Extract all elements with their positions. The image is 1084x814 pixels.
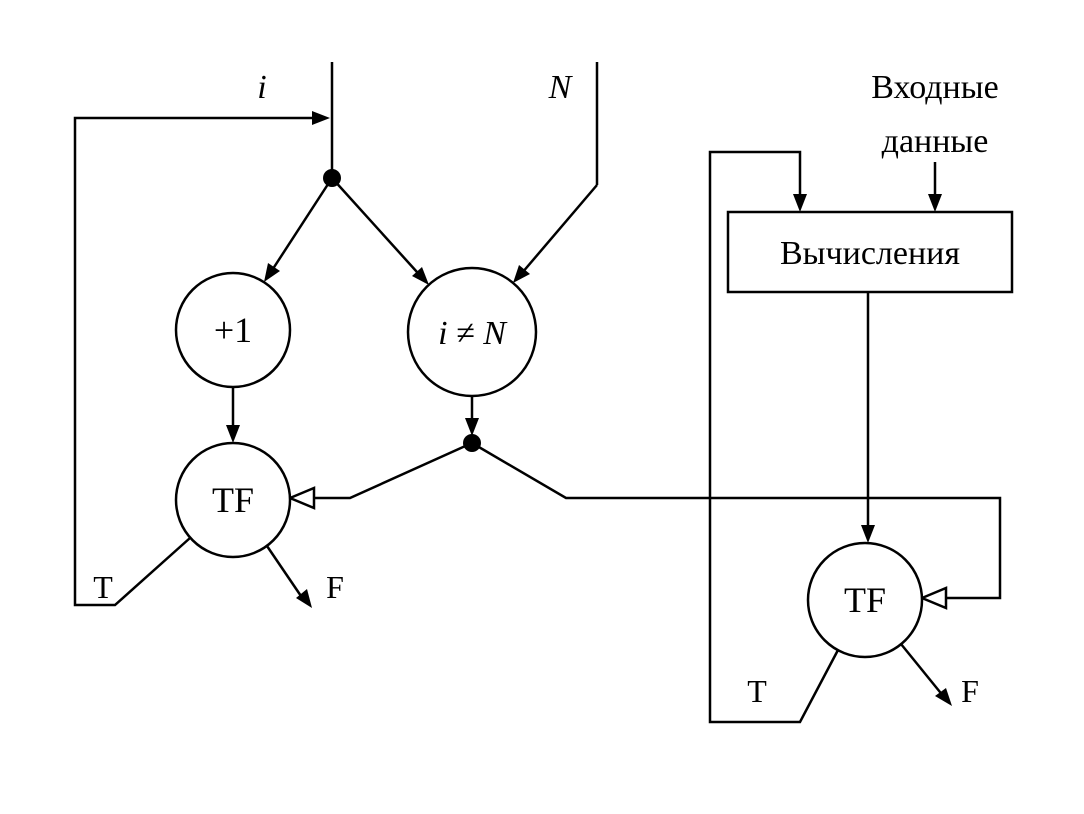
control-wire-left-gate bbox=[314, 441, 473, 500]
label-true-left: T bbox=[93, 569, 113, 605]
gate-left-node bbox=[174, 441, 292, 559]
loop-return-arrowhead bbox=[312, 111, 330, 125]
input-data-label-line1: Входные bbox=[871, 69, 998, 106]
computation-box-label: Вычисления bbox=[780, 235, 960, 272]
condition-node-label: i ≠ N bbox=[438, 315, 508, 352]
n-input-line-diagonal bbox=[515, 184, 598, 281]
wire-gate-right-false bbox=[900, 643, 945, 698]
wire-gate-left-false bbox=[265, 545, 305, 600]
wire-dot-to-increment bbox=[265, 177, 334, 279]
arrowhead-gate-right-false bbox=[935, 688, 952, 706]
arrowhead-into-condition-right bbox=[513, 265, 530, 283]
arrowhead-into-increment bbox=[264, 263, 280, 282]
gate-right-label: TF bbox=[844, 580, 886, 620]
increment-node-label: +1 bbox=[214, 310, 252, 350]
control-wire-right-gate bbox=[471, 441, 1002, 600]
label-true-right: T bbox=[747, 673, 767, 709]
arrowhead-into-gate-left bbox=[226, 425, 240, 443]
input-data-label-line2: данные bbox=[882, 123, 989, 160]
label-limit-var: N bbox=[548, 69, 574, 106]
label-false-right: F bbox=[961, 673, 979, 709]
hollow-arrowhead-right-gate bbox=[918, 586, 948, 610]
arrowhead-into-condition-left bbox=[412, 267, 429, 285]
arrowhead-into-junction bbox=[465, 418, 479, 436]
computation-box bbox=[726, 210, 1014, 294]
loop-return-line-right bbox=[708, 150, 840, 724]
label-index-var: i bbox=[257, 69, 266, 106]
label-false-left: F bbox=[326, 569, 344, 605]
gate-right-node bbox=[806, 541, 924, 659]
hollow-arrowhead-left-gate bbox=[286, 486, 316, 510]
arrowhead-into-gate-right bbox=[861, 525, 875, 543]
arrowhead-input-into-box bbox=[928, 194, 942, 212]
wire-dot-to-condition bbox=[331, 177, 427, 283]
arrowhead-loop-into-box bbox=[793, 194, 807, 212]
gate-left-label: TF bbox=[212, 480, 254, 520]
loop-return-line bbox=[73, 116, 314, 607]
arrowhead-gate-left-false bbox=[296, 589, 312, 608]
